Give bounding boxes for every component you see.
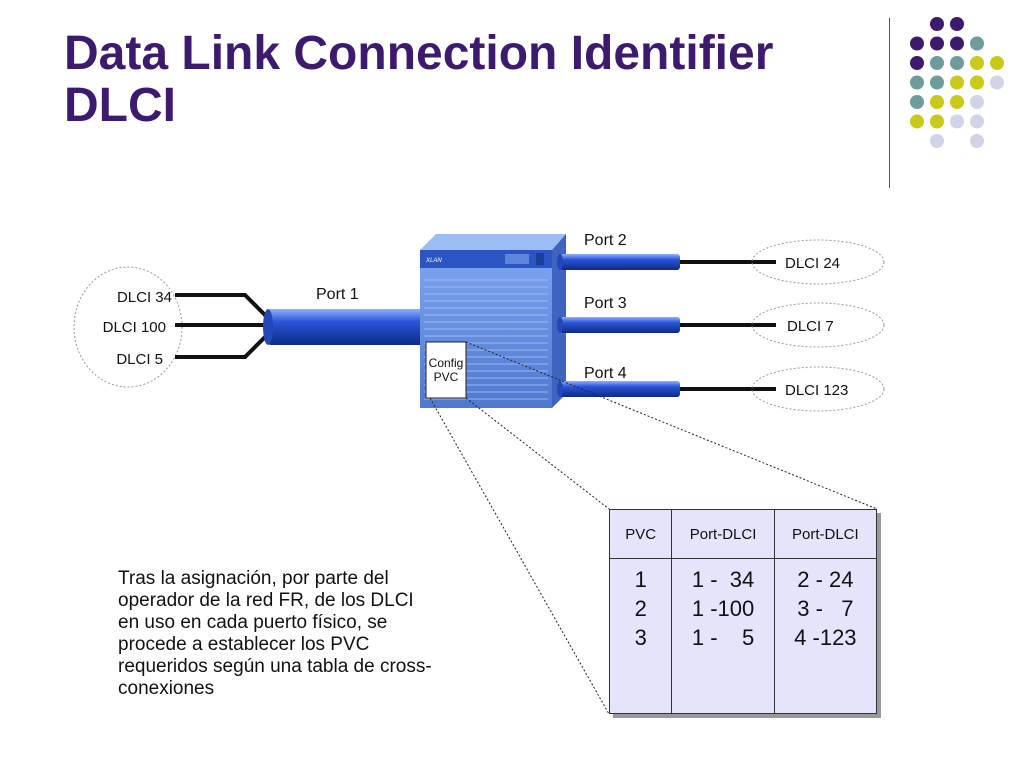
frame-relay-switch: XLAN bbox=[420, 234, 566, 408]
config-pvc-label-line1: Config bbox=[429, 356, 464, 370]
decorative-dot bbox=[910, 95, 924, 109]
table-cell: 1 - 5 bbox=[691, 625, 755, 650]
port2-label: Port 2 bbox=[584, 232, 627, 249]
title-divider bbox=[889, 18, 890, 188]
slide-title-line2: DLCI bbox=[64, 79, 176, 132]
description-line: procede a establecer los PVC bbox=[118, 634, 370, 655]
decorative-dot bbox=[970, 95, 984, 109]
table-header-port-dlci-2: Port-DLCI bbox=[773, 509, 878, 559]
table-column-port-dlci-1: 1 - 34 1 -100 1 - 5 bbox=[671, 558, 775, 714]
decorative-dot bbox=[950, 114, 964, 129]
config-pvc-label-line2: PVC bbox=[434, 370, 459, 384]
port4-label: Port 4 bbox=[584, 365, 627, 382]
port1-label: Port 1 bbox=[316, 286, 359, 303]
decorative-dot bbox=[910, 114, 924, 129]
decorative-dot bbox=[970, 114, 984, 129]
decorative-dot bbox=[910, 56, 924, 70]
table-cell: 2 bbox=[634, 596, 647, 621]
port3-cable bbox=[557, 317, 776, 333]
dot-grid bbox=[910, 17, 1004, 148]
table-cell: 3 bbox=[634, 625, 647, 650]
config-pvc-box bbox=[425, 341, 467, 399]
table-cell: 1 bbox=[634, 567, 647, 592]
port2-dlci-cloud bbox=[751, 239, 885, 285]
port2-cable bbox=[557, 254, 776, 270]
decorative-dot bbox=[990, 56, 1004, 70]
description-line: conexiones bbox=[118, 678, 215, 699]
table-header-port-dlci-1: Port-DLCI bbox=[671, 509, 775, 559]
port3-dlci-label: DLCI 7 bbox=[787, 318, 834, 335]
left-dlci-label-1: DLCI 34 bbox=[117, 289, 172, 306]
left-dlci-label-2: DLCI 100 bbox=[103, 319, 166, 336]
decorative-dot bbox=[970, 75, 984, 90]
description-line: requeridos según una tabla de cross- bbox=[118, 656, 432, 677]
port4-dlci-cloud bbox=[751, 366, 885, 412]
table-cell: 2 - 24 bbox=[797, 567, 854, 592]
config-callout-lines bbox=[429, 341, 878, 715]
decorative-dot bbox=[930, 95, 944, 109]
pvc-cross-connect-table: PVC Port-DLCI Port-DLCI 1 2 3 1 - 34 1 -… bbox=[608, 509, 878, 714]
description-text: Tras la asignación, por parte del operad… bbox=[118, 568, 538, 700]
decorative-dot bbox=[930, 114, 944, 129]
decorative-dot bbox=[950, 36, 964, 51]
table-cell: 4 -123 bbox=[794, 625, 857, 650]
decorative-dot bbox=[950, 95, 964, 109]
description-line: operador de la red FR, de los DLCI bbox=[118, 590, 414, 611]
decorative-dot bbox=[930, 134, 944, 148]
decorative-dot bbox=[950, 17, 964, 31]
table-cell: 1 -100 bbox=[691, 596, 755, 621]
table-row: 1 2 3 1 - 34 1 -100 1 - 5 2 - 24 3 - 7 4… bbox=[608, 558, 878, 714]
port3-label: Port 3 bbox=[584, 295, 627, 312]
port1-cable bbox=[263, 309, 428, 345]
decorative-dot bbox=[930, 17, 944, 31]
port3-dlci-cloud bbox=[751, 302, 885, 348]
table-cell: 1 - 34 bbox=[691, 567, 755, 592]
decorative-dot bbox=[990, 75, 1004, 90]
decorative-dot bbox=[910, 36, 924, 51]
decorative-dot bbox=[970, 56, 984, 70]
left-dlci-label-3: DLCI 5 bbox=[116, 351, 163, 368]
decorative-dot bbox=[910, 75, 924, 90]
description-line: en uso en cada puerto físico, se bbox=[118, 612, 388, 633]
decorative-dot bbox=[930, 75, 944, 90]
slide-title: Data Link Connection Identifier DLCI bbox=[64, 28, 773, 132]
decorative-dot bbox=[950, 75, 964, 90]
decorative-dot bbox=[970, 134, 984, 148]
table-column-port-dlci-2: 2 - 24 3 - 7 4 -123 bbox=[773, 558, 878, 714]
decorative-dots bbox=[910, 17, 1004, 148]
table-cell: 3 - 7 bbox=[797, 596, 854, 621]
table-header-pvc: PVC bbox=[608, 509, 673, 559]
left-wires bbox=[175, 293, 272, 359]
table-header-row: PVC Port-DLCI Port-DLCI bbox=[608, 509, 878, 559]
port4-dlci-label: DLCI 123 bbox=[785, 382, 848, 399]
decorative-dot bbox=[970, 36, 984, 51]
decorative-dot bbox=[930, 36, 944, 51]
port4-cable bbox=[557, 381, 776, 397]
table-column-pvc: 1 2 3 bbox=[608, 558, 673, 714]
description-line: Tras la asignación, por parte del bbox=[118, 568, 389, 589]
port2-dlci-label: DLCI 24 bbox=[785, 255, 840, 272]
switch-brand-label: XLAN bbox=[425, 258, 442, 264]
slide-title-line1: Data Link Connection Identifier bbox=[64, 27, 774, 80]
decorative-dot bbox=[930, 56, 944, 70]
decorative-dot bbox=[950, 56, 964, 70]
